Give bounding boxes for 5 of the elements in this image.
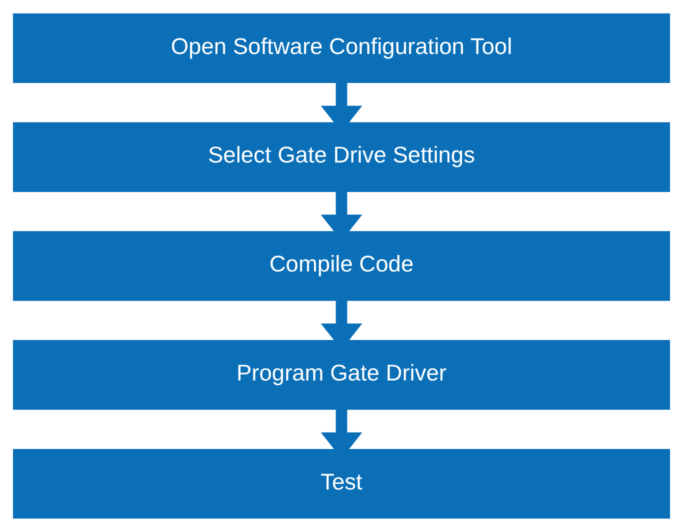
node-box: Test bbox=[12, 448, 670, 518]
node-box: Program Gate Driver bbox=[12, 340, 670, 410]
node-box: Compile Code bbox=[12, 230, 670, 300]
node-box: Select Gate Drive Settings bbox=[12, 122, 670, 192]
node-box: Open Software Configuration Tool bbox=[12, 12, 670, 83]
